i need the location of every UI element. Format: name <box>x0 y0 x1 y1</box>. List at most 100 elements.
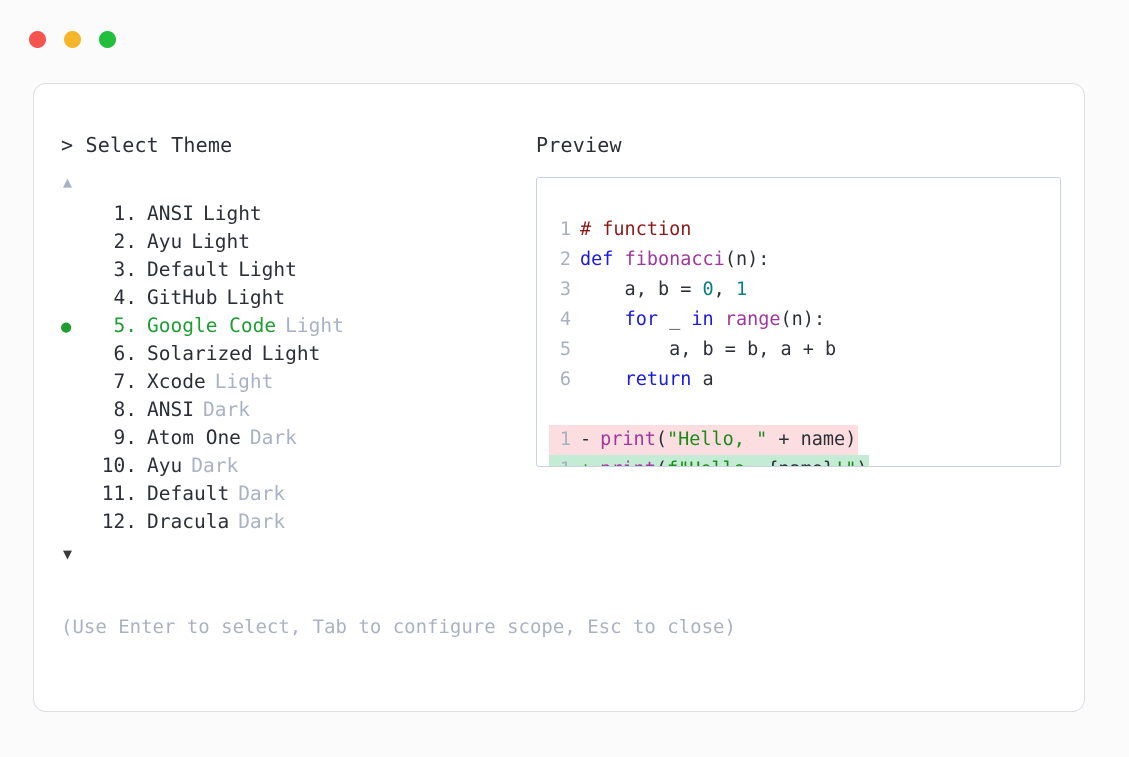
window-controls <box>29 31 116 48</box>
preview-title: Preview <box>536 133 622 157</box>
theme-item-variant: Dark <box>238 482 286 505</box>
code-token: print <box>600 459 656 466</box>
theme-item-name: Default <box>147 482 230 505</box>
theme-item-index: 2. <box>113 230 137 253</box>
theme-item-variant: Dark <box>238 510 286 533</box>
code-token: !" <box>834 459 856 466</box>
theme-item-name: Default <box>147 258 230 281</box>
theme-item-name: ANSI <box>147 202 194 225</box>
selected-bullet-icon: ● <box>61 317 72 337</box>
maximize-button[interactable] <box>99 31 116 48</box>
theme-item-index: 11. <box>101 482 137 505</box>
code-line-text: for _ in range(n): <box>571 305 826 335</box>
line-number: 6 <box>559 369 571 390</box>
code-token: "Hello, " <box>666 429 768 450</box>
line-number: 1 <box>559 429 571 450</box>
minimize-button[interactable] <box>64 31 81 48</box>
theme-item-index: 6. <box>113 342 137 365</box>
theme-item-name: Atom One <box>147 426 241 449</box>
scroll-up-icon[interactable]: ▲ <box>63 173 73 191</box>
code-token: a <box>691 369 714 390</box>
code-blank-line <box>549 395 869 425</box>
diff-removed-line-wrapper: 1-print("Hello, " + name) <box>549 425 869 455</box>
code-line-text: def fibonacci(n): <box>571 245 769 275</box>
theme-item-variant: Light <box>226 286 286 309</box>
theme-item-index: 8. <box>113 398 137 421</box>
theme-item-variant: Light <box>214 370 274 393</box>
theme-item-index: 1. <box>113 202 137 225</box>
theme-item-variant: Dark <box>249 426 297 449</box>
code-token: ( <box>655 429 667 450</box>
keyboard-hint: (Use Enter to select, Tab to configure s… <box>61 616 736 638</box>
line-number: 3 <box>559 279 571 300</box>
scroll-down-icon[interactable]: ▼ <box>63 545 73 563</box>
theme-item-variant: Dark <box>202 398 250 421</box>
diff-added-line-wrapper: 1+print(f"Hello, {name}!") <box>549 455 870 466</box>
code-token: (n): <box>724 249 770 270</box>
code-line: 1 # function <box>549 215 869 245</box>
theme-item-index: 3. <box>113 258 137 281</box>
prompt-title: > Select Theme <box>61 133 233 157</box>
theme-item-index: 12. <box>101 510 137 533</box>
theme-item-index: 10. <box>101 454 137 477</box>
line-number: 4 <box>559 309 571 330</box>
code-token: return <box>624 369 692 390</box>
code-token: a, b = <box>580 279 703 300</box>
theme-list-item[interactable]: 3. Default Light <box>61 256 531 284</box>
theme-item-index: 5. <box>113 314 137 337</box>
theme-list-item[interactable]: 1. ANSI Light <box>61 200 531 228</box>
line-number: 1 <box>559 219 571 240</box>
theme-list-item[interactable]: 8. ANSI Dark <box>61 396 531 424</box>
code-token: in <box>691 309 714 330</box>
code-token: range <box>724 309 781 330</box>
preview-column: Preview <box>536 132 1061 158</box>
theme-item-variant: Light <box>191 230 250 253</box>
code-line: 5 a, b = b, a + b <box>549 335 869 365</box>
theme-list-item[interactable]: 9. Atom One Dark <box>61 424 531 452</box>
code-token: fibonacci <box>624 249 725 270</box>
theme-list-item[interactable]: 2. Ayu Light <box>61 228 531 256</box>
theme-item-variant: Light <box>261 342 321 365</box>
code-token: (n): <box>780 309 826 330</box>
close-button[interactable] <box>29 31 46 48</box>
diff-added-line: 1+print(f"Hello, {name}!") <box>549 455 870 466</box>
diff-removed-line: 1-print("Hello, " + name) <box>549 425 859 455</box>
code-line-text: a, b = 0, 1 <box>571 275 748 305</box>
theme-item-index: 9. <box>113 426 137 449</box>
theme-item-variant: Light <box>202 202 262 225</box>
theme-item-name: Solarized <box>147 342 253 365</box>
theme-list-item[interactable]: 11. Default Dark <box>61 480 531 508</box>
theme-item-name: Google Code <box>147 314 277 337</box>
code-line: 3 a, b = 0, 1 <box>549 275 869 305</box>
code-line-text: a, b = b, a + b <box>571 335 836 365</box>
code-line: 4 for _ in range(n): <box>549 305 869 335</box>
theme-item-name: Ayu <box>147 230 183 253</box>
code-line-text: print(f"Hello, {name}!") <box>591 455 869 466</box>
theme-list-item[interactable]: 6. Solarized Light <box>61 340 531 368</box>
code-token: _ <box>657 309 692 330</box>
line-number: 1 <box>549 455 571 466</box>
theme-item-variant: Light <box>238 258 297 281</box>
code-token: + name) <box>767 429 857 450</box>
code-token: f"Hello, <box>667 459 767 466</box>
diff-sign: - <box>580 429 592 450</box>
theme-item-index: 7. <box>113 370 137 393</box>
code-line-text: return a <box>571 365 714 395</box>
code-token: , <box>713 279 736 300</box>
code-token <box>580 309 625 330</box>
code-token: # function <box>580 219 692 240</box>
code-token: 1 <box>735 279 748 300</box>
line-number: 5 <box>559 339 571 360</box>
theme-item-name: ANSI <box>147 398 194 421</box>
code-token: 0 <box>702 279 714 300</box>
code-line-text: # function <box>571 215 691 245</box>
